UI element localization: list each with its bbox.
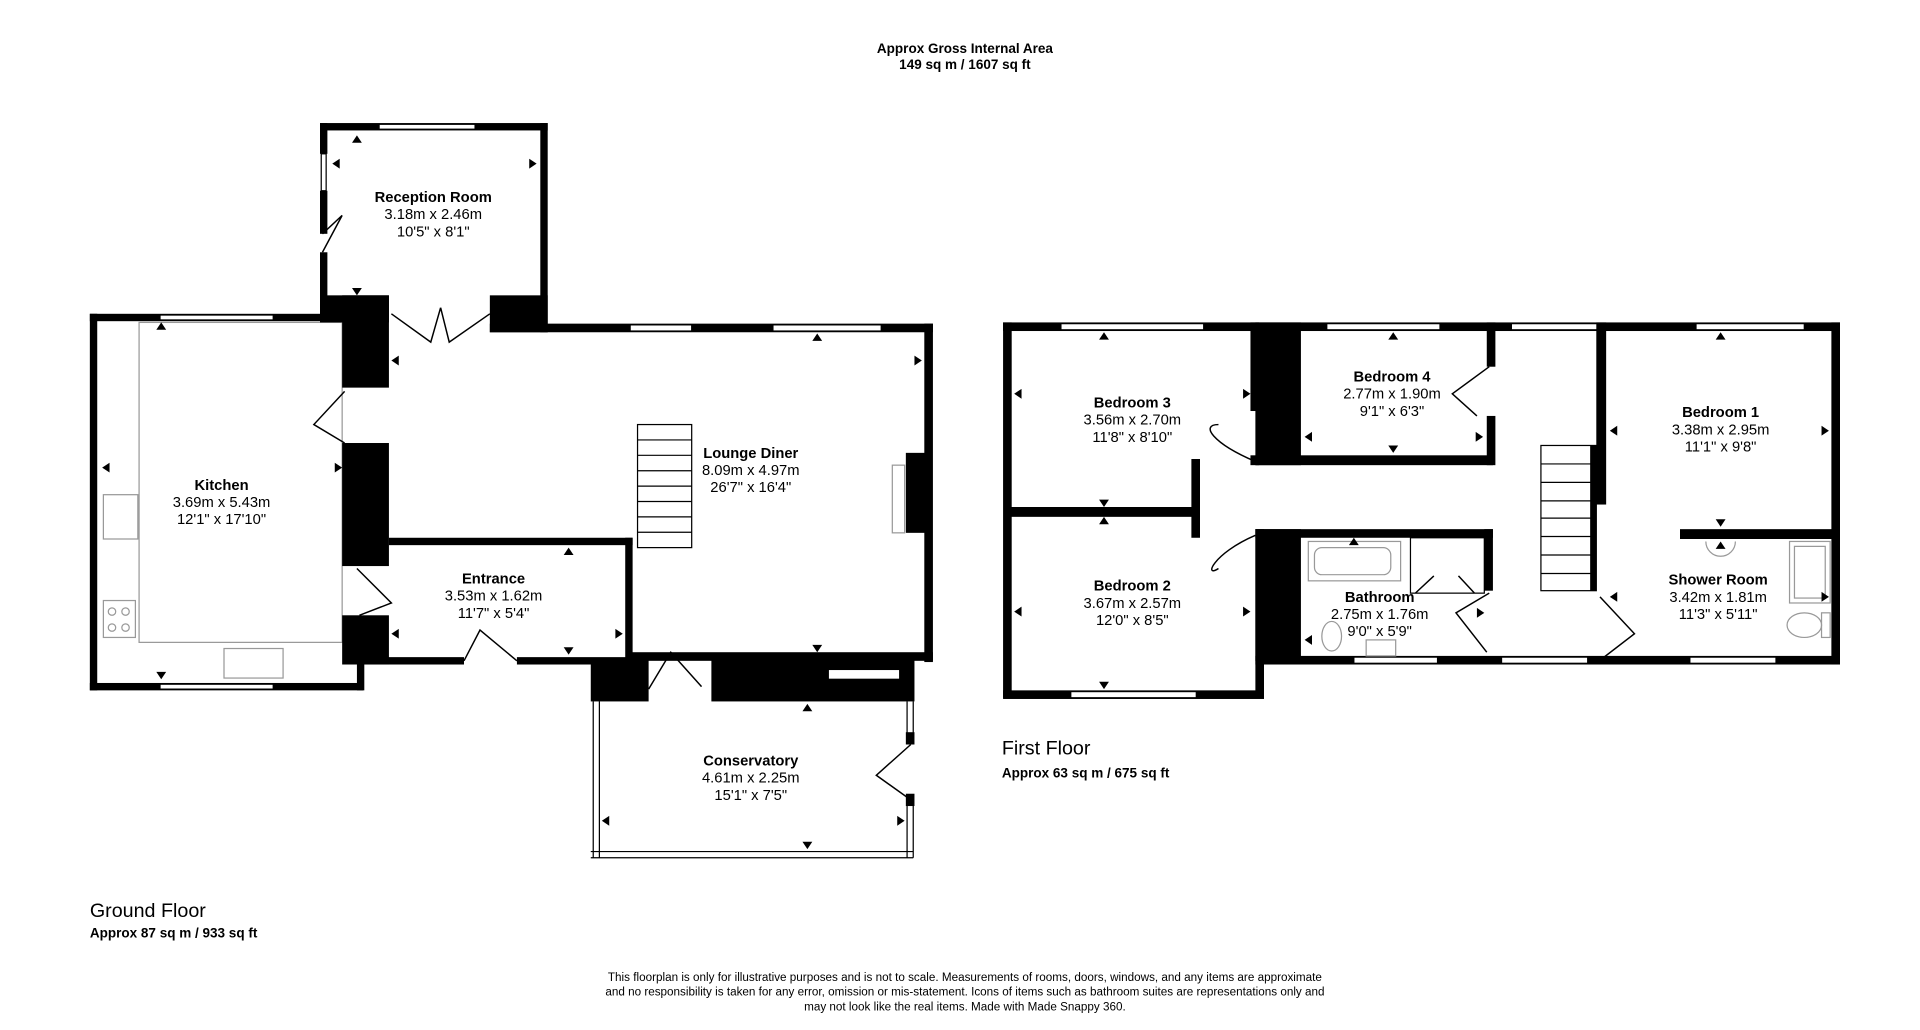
ground-floor-plan: Reception Room 3.18m x 2.46m 10'5" x 8'1… [89,123,933,859]
room-name: Lounge Diner [703,446,798,462]
first-floor-stairs [1540,444,1597,592]
room-imperial: 11'7" x 5'4" [458,606,530,622]
gross-area-title: Approx Gross Internal Area [877,41,1053,56]
room-name: Reception Room [375,190,492,206]
ground-stairs [636,423,693,549]
room-name: Shower Room [1669,573,1768,589]
room-imperial: 11'8" x 8'10" [1092,430,1172,446]
room-imperial: 15'1" x 7'5" [714,788,787,804]
room-name: Bedroom 2 [1094,579,1171,595]
room-metric: 8.09m x 4.97m [702,463,800,479]
room-metric: 3.69m x 5.43m [173,495,271,511]
first-floor-area: Approx 63 sq m / 675 sq ft [1002,766,1170,781]
room-metric: 3.53m x 1.62m [445,589,543,605]
room-metric: 3.67m x 2.57m [1084,596,1182,612]
disclaimer-line: This floorplan is only for illustrative … [608,971,1322,984]
first-floor-plan: Bedroom 3 3.56m x 2.70m 11'8" x 8'10" Be… [1003,322,1840,699]
room-metric: 2.75m x 1.76m [1331,607,1429,623]
room-imperial: 9'1" x 6'3" [1360,404,1425,420]
room-imperial: 26'7" x 16'4" [710,480,791,496]
room-name: Bedroom 3 [1094,395,1171,411]
ground-floor-label: Ground Floor [90,900,206,922]
room-metric: 4.61m x 2.25m [702,771,800,787]
room-metric: 3.56m x 2.70m [1084,413,1182,429]
room-metric: 3.18m x 2.46m [384,207,482,223]
room-imperial: 11'1" x 9'8" [1685,440,1757,456]
disclaimer-line: may not look like the real items. Made w… [804,1000,1126,1013]
room-imperial: 10'5" x 8'1" [397,224,470,240]
room-imperial: 12'0" x 8'5" [1096,613,1169,629]
room-name: Bedroom 1 [1682,405,1759,421]
room-name: Bathroom [1345,590,1415,606]
room-imperial: 12'1" x 17'10" [177,512,266,528]
room-metric: 3.38m x 2.95m [1672,422,1770,438]
room-imperial: 9'0" x 5'9" [1347,624,1412,640]
room-metric: 2.77m x 1.90m [1343,387,1441,403]
room-metric: 3.42m x 1.81m [1669,590,1767,606]
gross-area-value: 149 sq m / 1607 sq ft [899,57,1031,72]
disclaimer-line: and no responsibility is taken for any e… [605,986,1324,999]
room-name: Entrance [462,571,525,587]
room-name: Bedroom 4 [1353,369,1431,385]
ground-floor-area: Approx 87 sq m / 933 sq ft [90,926,258,941]
room-imperial: 11'3" x 5'11" [1679,607,1758,623]
room-name: Kitchen [194,478,248,494]
room-name: Conservatory [703,753,799,769]
first-floor-label: First Floor [1002,737,1091,759]
